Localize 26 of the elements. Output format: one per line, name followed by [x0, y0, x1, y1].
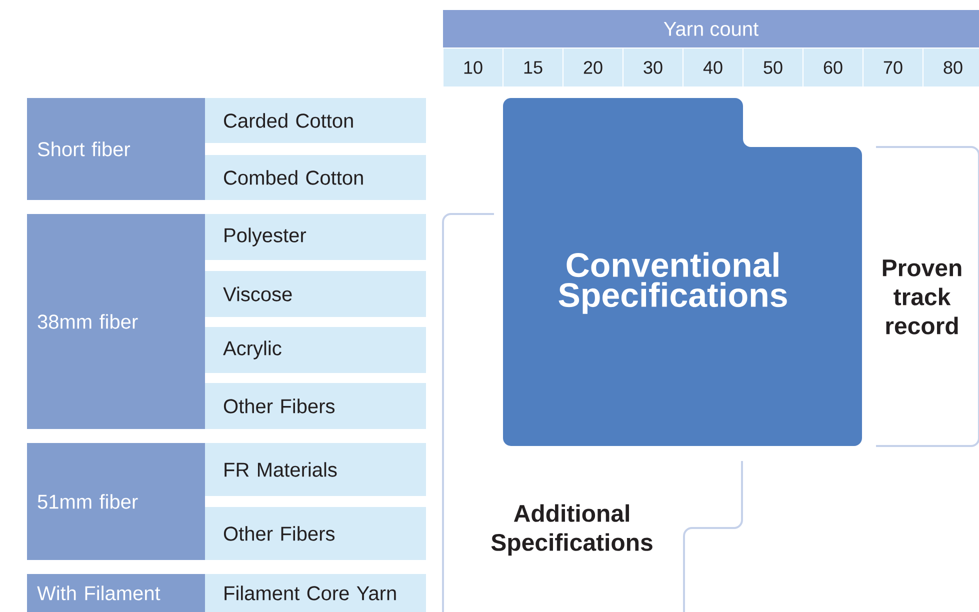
header-band: Yarn count — [443, 10, 979, 48]
fiber-cell: Combed Cotton — [205, 155, 426, 200]
fiber-cell: FR Materials — [205, 443, 426, 496]
category-box: 51mm fiber — [27, 443, 205, 560]
fiber-cell: Filament Core Yarn — [205, 574, 426, 612]
category-box: With Filament — [27, 574, 205, 612]
node-label: 80 — [944, 61, 962, 74]
fiber-cell: Other Fibers — [205, 507, 426, 560]
folder-box: Conventional Specifications — [503, 98, 862, 446]
count-cell: 70 — [862, 48, 924, 88]
count-cell: 30 — [622, 48, 684, 88]
category-box: 38mm fiber — [27, 214, 205, 429]
fiber-cell: Other Fibers — [205, 383, 426, 429]
count-cell: 60 — [802, 48, 864, 88]
category-box: Short fiber — [27, 98, 205, 200]
fiber-cell: Polyester — [205, 214, 426, 260]
fiber-cell: Carded Cotton — [205, 98, 426, 143]
fiber-cell: Acrylic — [205, 327, 426, 373]
count-cell: 40 — [682, 48, 744, 88]
count-cell: 10 — [442, 48, 504, 88]
count-cell: 15 — [502, 48, 564, 88]
count-cell: 50 — [742, 48, 804, 88]
side-label: Additional Specifications — [491, 504, 652, 556]
count-cell: 20 — [562, 48, 624, 88]
count-cell: 80 — [922, 48, 979, 88]
fiber-cell: Viscose — [205, 271, 426, 317]
